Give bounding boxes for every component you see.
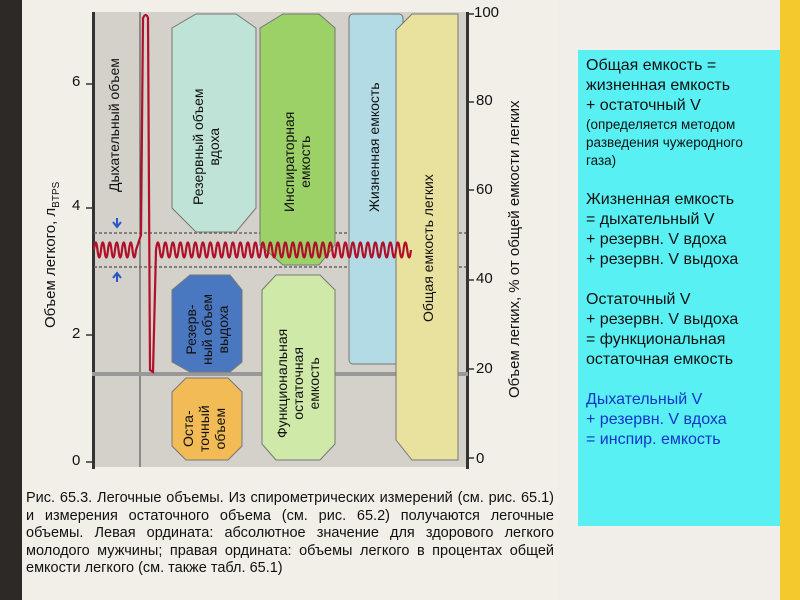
- info-b4-l3: = инспир. емкость: [586, 431, 721, 448]
- info-b3-l3: = функциональная: [586, 331, 726, 348]
- info-b4-l2: + резервн. V вдоха: [586, 411, 727, 428]
- info-b3-l1: Остаточный V: [586, 291, 691, 308]
- left-axis-title: Объем легкого, лBTPS: [42, 181, 62, 328]
- residual-volume-label: Оста- точный объем: [180, 405, 228, 452]
- inspiratory-capacity-shape: [259, 13, 336, 266]
- info-b1-l2: жизненная емкость: [586, 77, 731, 94]
- left-tick-label-6: 6: [72, 73, 81, 90]
- info-b2-l1: Жизненная емкость: [586, 191, 735, 208]
- inspiratory-capacity-label: Инспираторная емкость: [281, 111, 313, 212]
- arrow-up-icon: [112, 271, 122, 282]
- right-tick-label-40: 40: [476, 270, 493, 287]
- expiratory-reserve-shape: [171, 274, 243, 373]
- info-b2-l4: + резервн. V выдоха: [586, 251, 739, 268]
- info-b1-l3: + остаточный V: [586, 97, 701, 114]
- spirogram-trace: [92, 13, 413, 375]
- info-b3-l2: + резервн. V выдоха: [586, 311, 739, 328]
- figure-caption: Рис. 65.3. Легочные объемы. Из спирометр…: [26, 490, 554, 576]
- info-b2-l3: + резервн. V вдоха: [586, 231, 727, 248]
- right-tick-label-20: 20: [476, 360, 493, 377]
- total-capacity-shape: [395, 13, 459, 461]
- right-yellow-border: [780, 0, 800, 600]
- left-dark-strip: [0, 0, 22, 600]
- info-b2-l2: = дыхательный V: [586, 211, 715, 228]
- info-b3-l4: остаточная емкость: [586, 351, 734, 368]
- right-tick-label-80: 80: [476, 92, 493, 109]
- info-b1-l1: Общая емкость =: [586, 57, 717, 74]
- info-b1-note: (определяется методом разведения чужерод…: [586, 117, 743, 168]
- info-panel: Общая емкость = жизненная емкость + оста…: [578, 50, 780, 526]
- left-axis-line: [92, 12, 95, 469]
- right-tick-label-60: 60: [476, 181, 493, 198]
- left-tick-label-0: 0: [72, 452, 81, 469]
- right-tick-label-100: 100: [474, 4, 500, 21]
- inspiratory-reserve-label: Резервный объем вдоха: [190, 88, 222, 205]
- right-tick-label-0: 0: [476, 450, 485, 467]
- tidal-volume-label: Дыхательный объем: [106, 58, 122, 192]
- total-capacity-label: Общая емкость легких: [420, 174, 436, 322]
- right-axis-line: [466, 12, 469, 469]
- left-tick-label-2: 2: [72, 325, 81, 342]
- arrow-down-icon: [112, 218, 122, 229]
- right-axis-title: Объем легких, % от общей емкости легких: [506, 100, 523, 398]
- vital-capacity-label: Жизненная емкость: [366, 82, 382, 212]
- functional-residual-shape: [261, 274, 336, 461]
- inspiratory-reserve-shape: [171, 13, 257, 233]
- info-b4-l1: Дыхательный V: [586, 391, 703, 408]
- functional-residual-label: Функциональная остаточная емкость: [274, 328, 322, 438]
- expiratory-reserve-label: Резерв- ный объем выдоха: [183, 293, 231, 365]
- left-tick-label-4: 4: [72, 197, 81, 214]
- residual-volume-shape: [171, 377, 243, 461]
